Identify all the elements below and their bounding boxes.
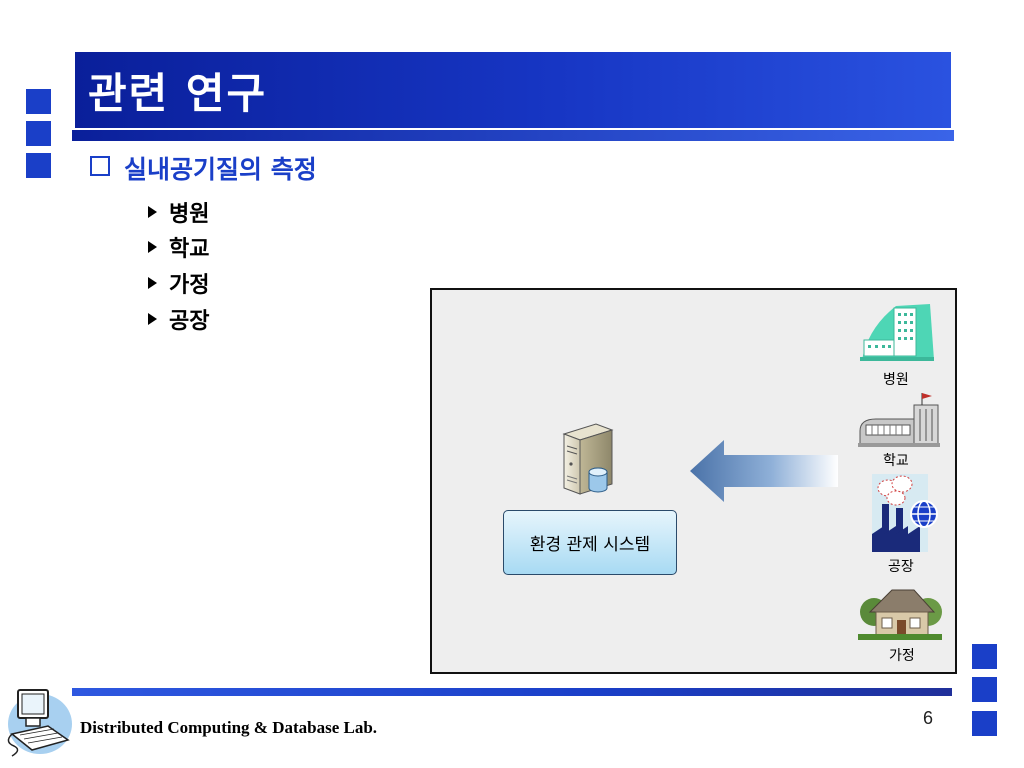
bullet-item: 병원: [148, 196, 209, 228]
title-bar: [75, 52, 951, 128]
source-label-factory: 공장: [888, 559, 914, 575]
server-icon: [562, 423, 614, 495]
source-label-house: 가정: [889, 648, 915, 664]
house-icon: [858, 589, 942, 640]
bullet-triangle-icon: [148, 313, 157, 325]
system-box: 환경 관제 시스템: [503, 510, 677, 575]
bullet-text: 병원: [169, 202, 210, 227]
checkbox-square-icon: [90, 156, 110, 176]
hospital-icon: [860, 304, 934, 361]
slide-title: 관련 연구: [88, 69, 268, 118]
decor-square-left-1: [26, 89, 51, 114]
page-number: 6: [923, 708, 934, 728]
computer-icon: [7, 689, 72, 757]
bullet-text: 가정: [169, 273, 210, 298]
factory-icon: [872, 474, 938, 552]
source-label-school: 학교: [883, 453, 909, 469]
decor-square-left-2: [26, 121, 51, 146]
bullet-triangle-icon: [148, 241, 157, 253]
bullet-triangle-icon: [148, 206, 157, 218]
bullet-triangle-icon: [148, 277, 157, 289]
system-label: 환경 관제 시스템: [529, 535, 651, 555]
decor-square-right-1: [972, 644, 997, 669]
title-underline: [72, 130, 954, 141]
source-label-hospital: 병원: [883, 372, 909, 388]
arrow-left-icon: [690, 440, 838, 502]
decor-square-right-2: [972, 677, 997, 702]
bullet-item: 가정: [148, 267, 209, 299]
bullet-text: 공장: [169, 309, 210, 334]
bullet-text: 학교: [169, 237, 210, 262]
decor-square-left-3: [26, 153, 51, 178]
section-heading: 실내공기질의 측정: [90, 150, 317, 186]
section-heading-text: 실내공기질의 측정: [124, 155, 317, 184]
footer-lab-name: Distributed Computing & Database Lab.: [80, 718, 378, 737]
bullet-item: 공장: [148, 303, 209, 335]
decor-square-right-3: [972, 711, 997, 736]
footer-line: [72, 688, 952, 696]
bullet-item: 학교: [148, 231, 209, 263]
school-icon: [858, 393, 940, 447]
